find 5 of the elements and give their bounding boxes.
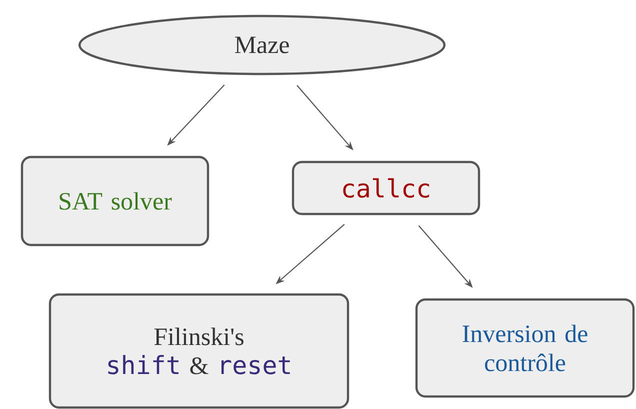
process-box: Inversion de contrôle [415,298,635,398]
process-box: SAT solver [20,156,210,246]
process-box: callcc [292,160,480,216]
process-box: Filinski's shift & reset [48,293,350,409]
ellipse-node: Maze [78,14,446,76]
